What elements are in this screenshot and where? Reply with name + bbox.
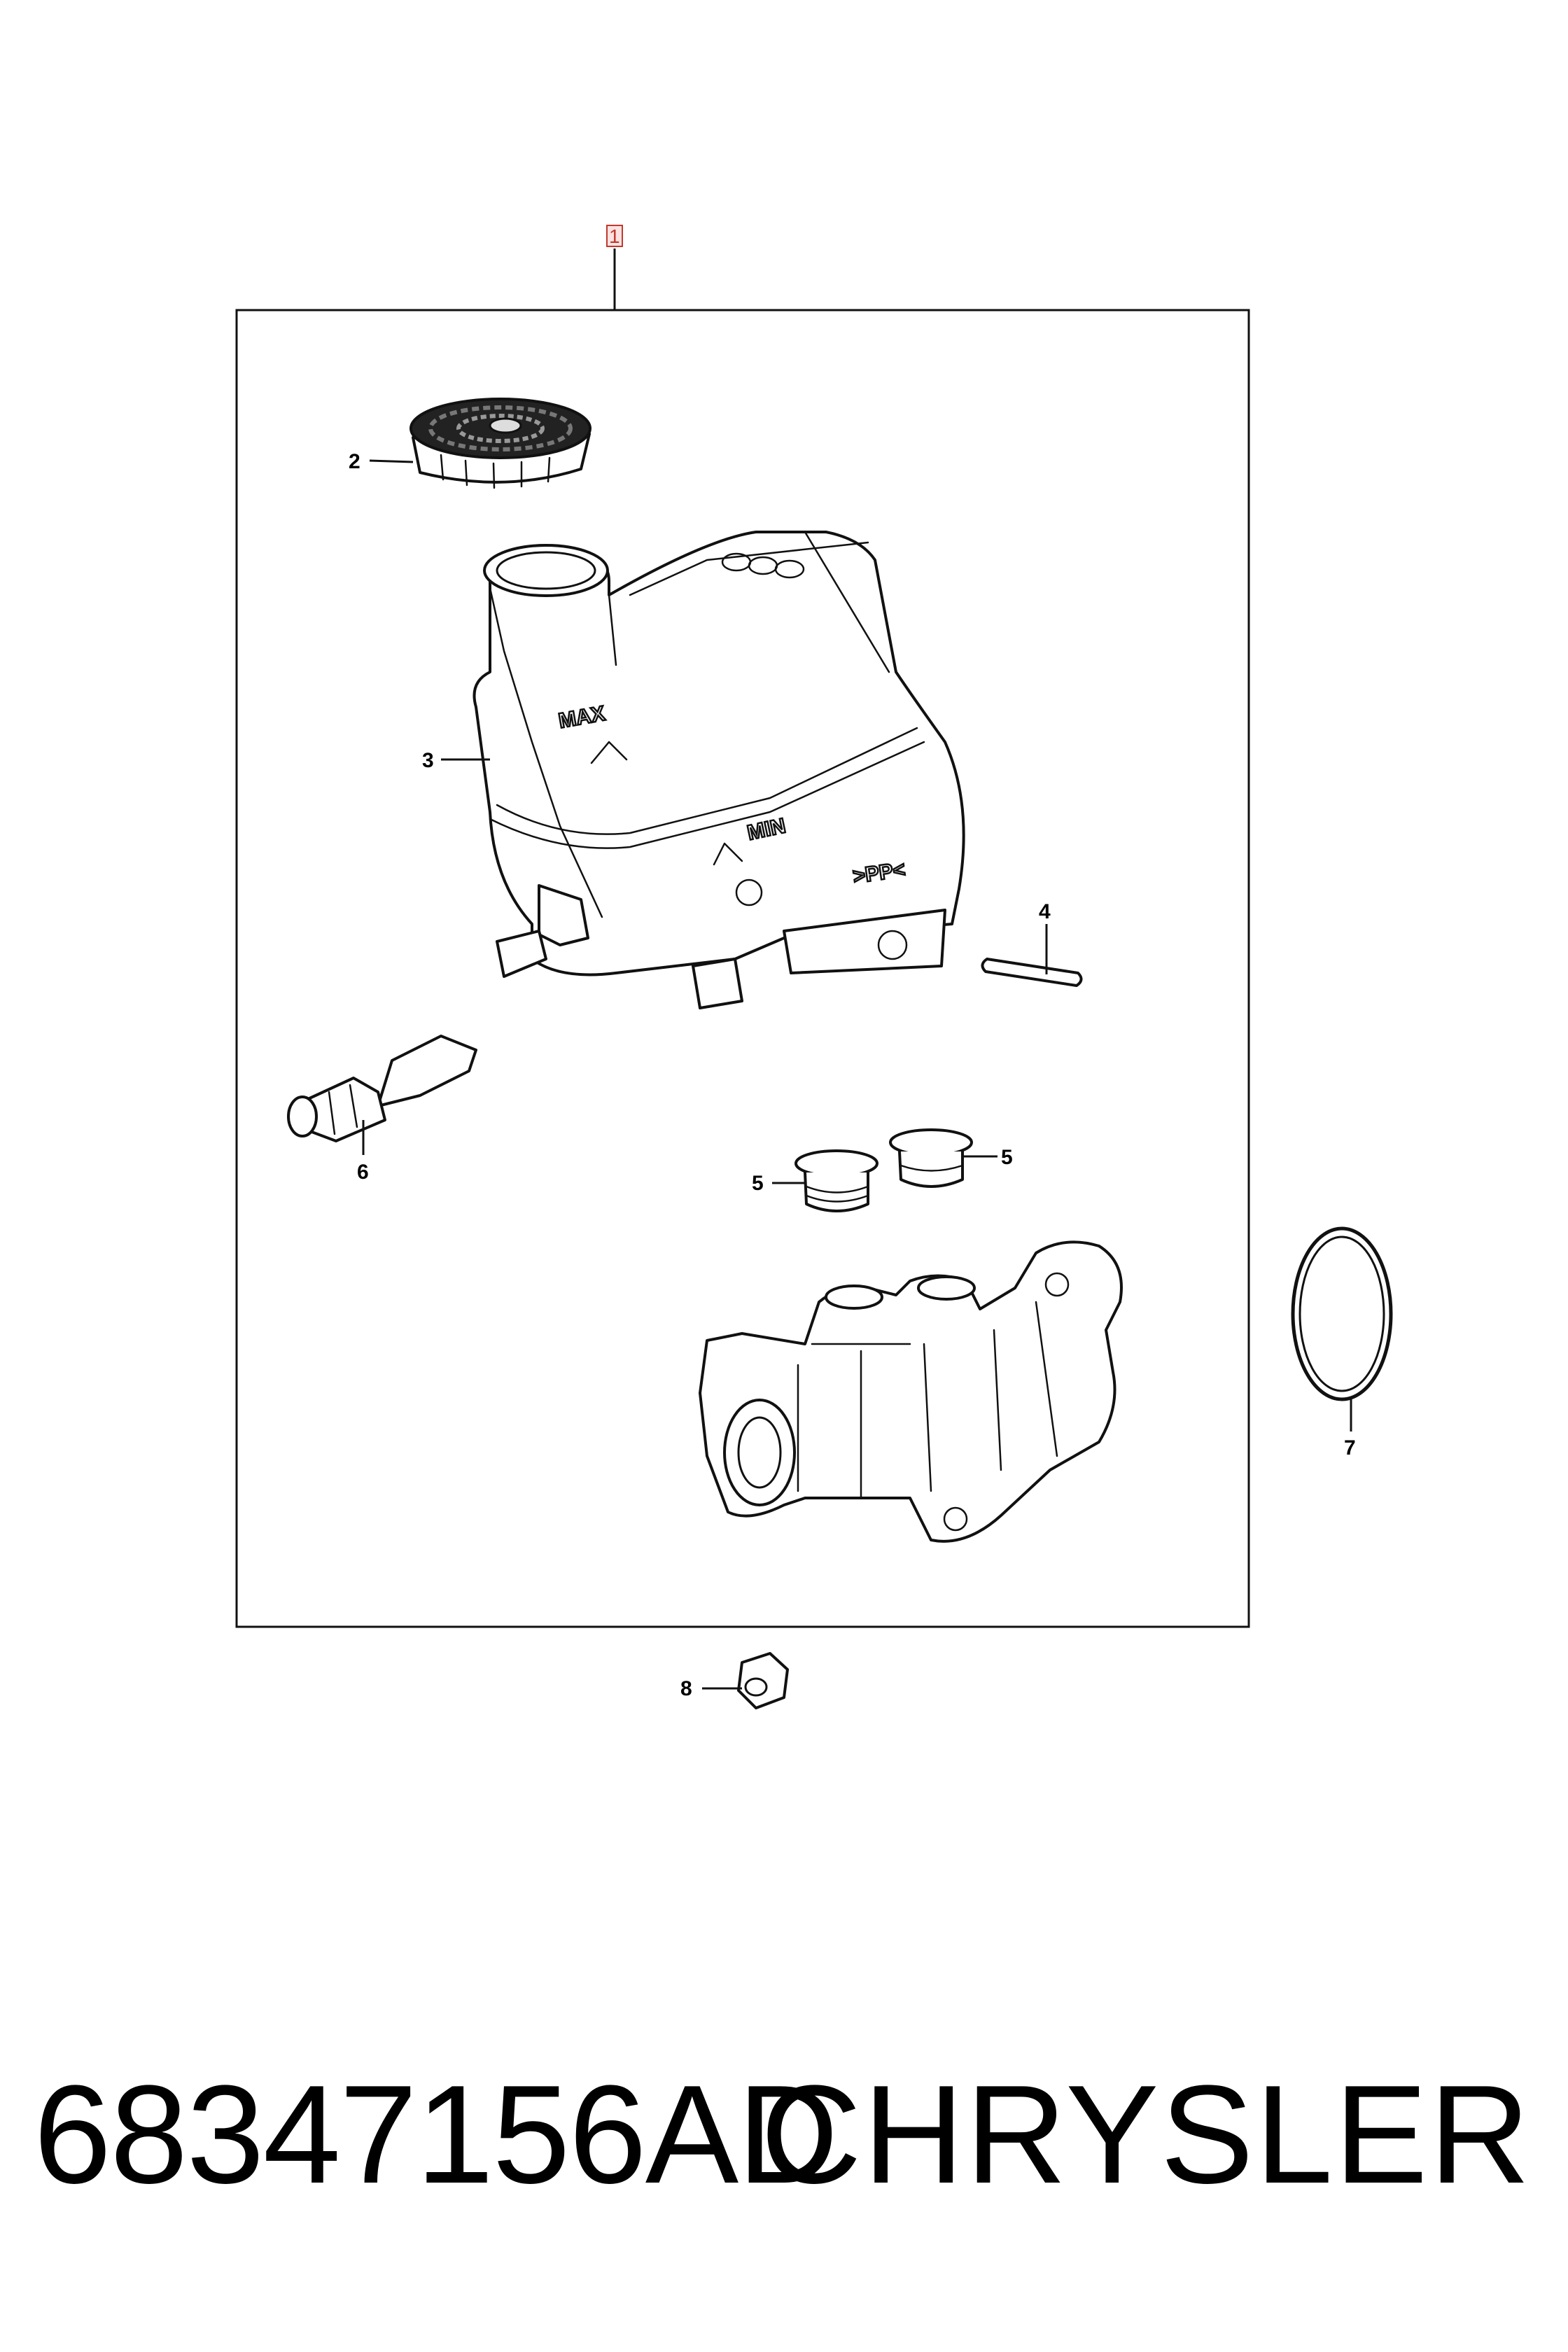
callout-8[interactable]: 8 [680,1677,692,1700]
footer: 68347156AD CHRYSLER [0,2058,1568,2212]
seal-ring[interactable]: 7 [1291,1226,1393,1460]
grommet-right[interactable]: 5 [889,1128,1013,1188]
reservoir-cap[interactable]: 2 [349,398,592,489]
callout-4[interactable]: 4 [1039,900,1051,923]
callout-2[interactable]: 2 [349,450,360,473]
brake-fluid-reservoir[interactable]: MAX MIN >PP< 3 [422,531,965,1009]
part-number: 68347156AD [34,2057,839,2213]
callout-6[interactable]: 6 [357,1161,369,1184]
brand-name: CHRYSLER [760,2057,1532,2213]
master-cylinder-body[interactable] [699,1240,1123,1543]
callout-5-left[interactable]: 5 [752,1172,764,1195]
assembly-frame: 1 [235,225,1250,1628]
roll-pin[interactable]: 4 [981,900,1083,987]
callout-5-right[interactable]: 5 [1001,1146,1013,1169]
callout-3[interactable]: 3 [422,749,434,772]
flange-nut[interactable]: 8 [680,1652,789,1709]
callout-1[interactable]: 1 [609,225,620,247]
callout-7[interactable]: 7 [1344,1436,1356,1460]
fluid-level-sensor[interactable]: 6 [287,1035,477,1184]
grommet-left[interactable]: 5 [752,1149,878,1212]
